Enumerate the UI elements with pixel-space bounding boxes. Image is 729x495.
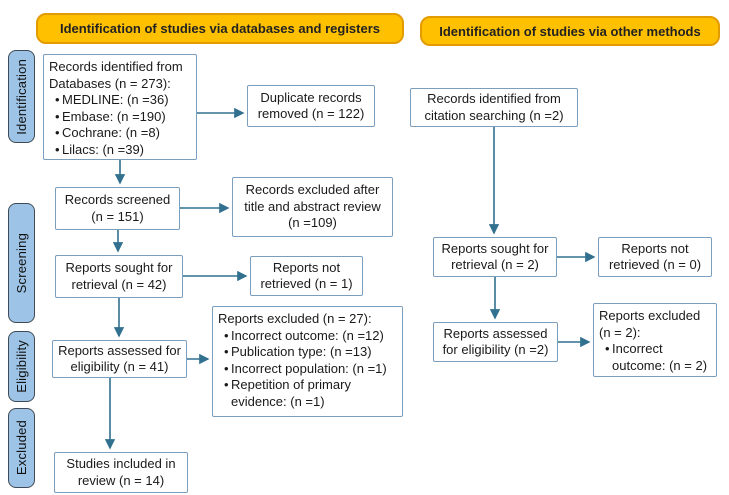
bullet-embase: Embase: (n =190) (55, 109, 191, 126)
box-reports-sought-retrieval-2: Reports sought for retrieval (n = 2) (433, 237, 557, 277)
box-reports-excluded-2: Reports excluded (n = 2): Incorrect outc… (593, 303, 717, 377)
box-records-identified-databases: Records identified from Databases (n = 2… (43, 54, 197, 160)
bullet-lilacs: Lilacs: (n =39) (55, 142, 191, 159)
box-reports-not-retrieved: Reports not retrieved (n = 1) (250, 256, 363, 296)
box-records-screened: Records screened (n = 151) (55, 187, 180, 230)
bullet-medline: MEDLINE: (n =36) (55, 92, 191, 109)
records-identified-bullets: MEDLINE: (n =36) Embase: (n =190) Cochra… (49, 92, 191, 158)
bullet-repetition-primary-evidence: Repetition of primary evidence: (n =1) (224, 377, 397, 410)
bullet-incorrect-outcome-2: Incorrect outcome: (n = 2) (605, 341, 711, 374)
bullet-incorrect-outcome: Incorrect outcome: (n =12) (224, 328, 397, 345)
bullet-publication-type: Publication type: (n =13) (224, 344, 397, 361)
box-reports-assessed-eligibility: Reports assessed for eligibility (n = 41… (52, 340, 187, 378)
stage-identification: Identification (8, 50, 35, 143)
reports-excluded-2-bullets: Incorrect outcome: (n = 2) (599, 341, 711, 374)
stage-excluded: Excluded (8, 408, 35, 488)
stage-eligibility: Eligibility (8, 331, 35, 402)
box-reports-excluded-27: Reports excluded (n = 27): Incorrect out… (212, 306, 403, 417)
header-databases-registers: Identification of studies via databases … (36, 13, 404, 44)
reports-excluded-27-bullets: Incorrect outcome: (n =12) Publication t… (218, 328, 397, 411)
bullet-cochrane: Cochrane: (n =8) (55, 125, 191, 142)
reports-excluded-2-title: Reports excluded (n = 2): (599, 308, 701, 340)
box-reports-not-retrieved-2: Reports not retrieved (n = 0) (598, 237, 712, 277)
stage-screening: Screening (8, 203, 35, 323)
box-reports-assessed-eligibility-2: Reports assessed for eligibility (n =2) (433, 322, 558, 362)
reports-excluded-27-title: Reports excluded (n = 27): (218, 311, 372, 326)
box-studies-included-review: Studies included in review (n = 14) (54, 452, 188, 493)
box-records-excluded-title-abstract: Records excluded after title and abstrac… (232, 177, 393, 237)
header-other-methods: Identification of studies via other meth… (420, 16, 720, 46)
bullet-incorrect-population: Incorrect population: (n =1) (224, 361, 397, 378)
box-records-citation-searching: Records identified from citation searchi… (410, 88, 578, 127)
box-reports-sought-retrieval: Reports sought for retrieval (n = 42) (55, 255, 183, 298)
records-identified-title: Records identified from Databases (n = 2… (49, 59, 183, 91)
box-duplicate-records-removed: Duplicate records removed (n = 122) (247, 85, 375, 127)
